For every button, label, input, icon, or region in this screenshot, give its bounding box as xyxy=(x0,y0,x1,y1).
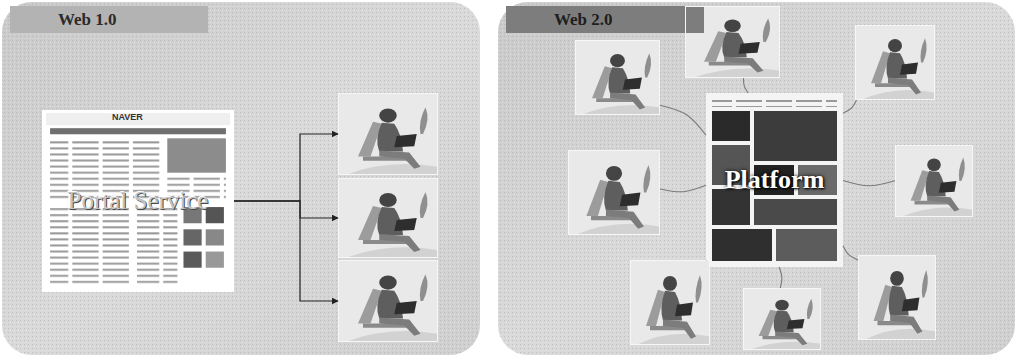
logo-label: NAVER xyxy=(112,112,143,122)
flow-arrow xyxy=(234,201,338,301)
screen-thumb xyxy=(183,229,201,245)
link-line xyxy=(743,78,748,93)
screen-menu xyxy=(50,128,226,134)
flow-arrow xyxy=(234,134,338,201)
user-illustration xyxy=(630,260,710,345)
user-photo xyxy=(895,145,973,217)
screen-thumb xyxy=(206,252,224,268)
service-screen: Platform xyxy=(706,93,843,267)
screen-header xyxy=(712,97,837,107)
web-panel: Web 2.0Platform xyxy=(498,2,1015,355)
user-illustration xyxy=(338,260,438,342)
flow-arrow xyxy=(234,201,338,218)
user-photo xyxy=(338,260,438,342)
user-photo xyxy=(685,6,780,78)
person-figure xyxy=(858,255,936,340)
screen-tile xyxy=(754,111,837,161)
service-screen: Portal Service xyxy=(42,110,234,292)
user-photo xyxy=(568,150,660,235)
user-photo xyxy=(575,40,660,115)
person-figure xyxy=(855,25,935,100)
screen-tile xyxy=(712,189,750,225)
platform-screenshot xyxy=(706,93,843,267)
user-photo xyxy=(743,288,821,350)
person-figure xyxy=(630,260,710,345)
link-line xyxy=(779,267,782,288)
screen-text xyxy=(50,205,131,286)
person-figure xyxy=(338,178,438,258)
user-illustration xyxy=(338,178,438,258)
portal-screenshot xyxy=(42,110,234,292)
link-line xyxy=(843,100,857,113)
user-illustration xyxy=(743,288,821,350)
panel-heading: Web 1.0 xyxy=(10,6,208,33)
screen-tile xyxy=(712,111,750,141)
user-photo xyxy=(338,93,438,175)
user-illustration xyxy=(895,145,973,217)
user-photo xyxy=(858,255,936,340)
user-illustration xyxy=(338,93,438,175)
user-illustration xyxy=(568,150,660,235)
panel-heading: Web 2.0 xyxy=(506,6,704,33)
link-line xyxy=(843,246,858,260)
web-panel: Web 1.0Portal Service xyxy=(2,2,480,355)
screen-image xyxy=(167,138,226,172)
user-illustration xyxy=(855,25,935,100)
panel-texture xyxy=(498,2,1015,355)
panel-background xyxy=(498,2,1015,355)
link-line xyxy=(660,105,706,135)
person-figure xyxy=(338,260,438,342)
panel-background xyxy=(2,2,480,355)
service-label: Platform xyxy=(725,165,825,195)
screen-thumb xyxy=(206,229,224,245)
user-illustration xyxy=(858,255,936,340)
panel-texture xyxy=(2,2,480,355)
screen-page xyxy=(42,110,234,292)
person-figure xyxy=(568,150,660,235)
person-figure xyxy=(338,93,438,175)
screen-tile xyxy=(754,199,837,225)
user-illustration xyxy=(575,40,660,115)
service-label: Portal Service xyxy=(68,187,209,215)
user-photo xyxy=(855,25,935,100)
screen-page xyxy=(706,93,843,267)
person-figure xyxy=(895,145,973,217)
screen-tile xyxy=(776,229,837,261)
user-photo xyxy=(338,178,438,258)
user-photo xyxy=(630,260,710,345)
person-figure xyxy=(575,40,660,115)
screen-text xyxy=(137,205,177,286)
screen-tile xyxy=(712,229,772,261)
link-line xyxy=(843,180,895,185)
link-line xyxy=(660,185,706,192)
person-figure xyxy=(743,288,821,350)
link-line xyxy=(705,259,706,260)
screen-thumb xyxy=(183,252,201,268)
